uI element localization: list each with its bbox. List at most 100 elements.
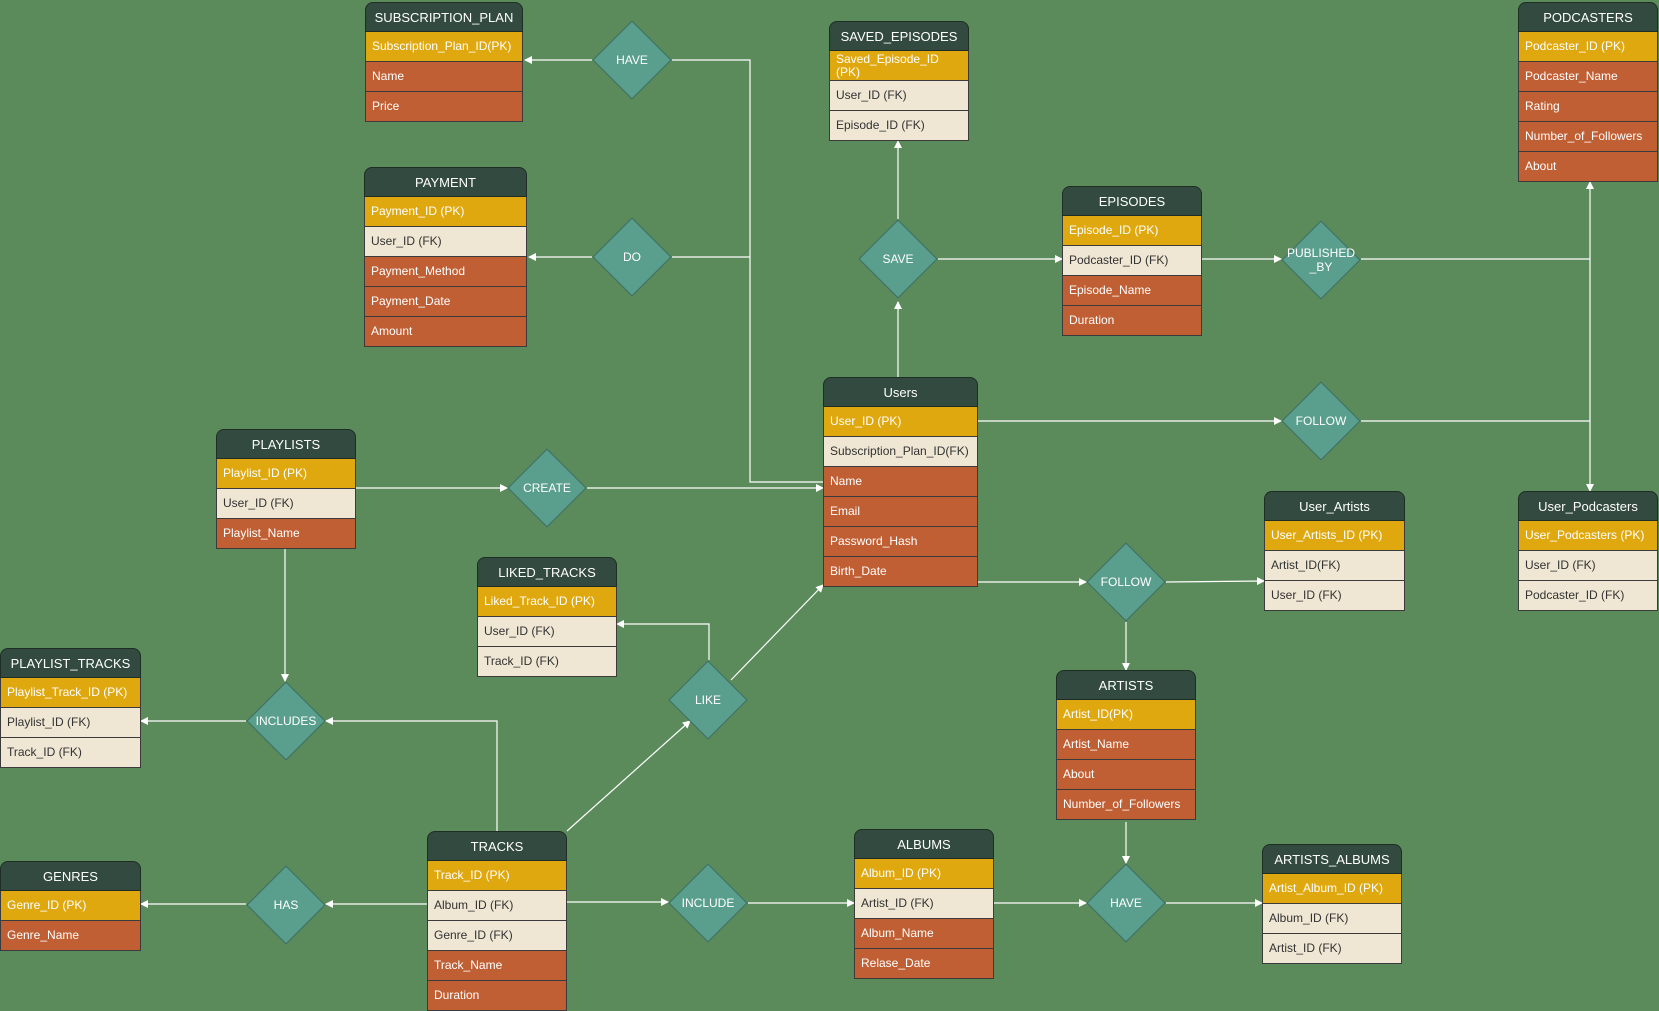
relationship-label: CREATE (523, 481, 571, 495)
foreign-key-attribute: Subscription_Plan_ID(FK) (823, 437, 978, 467)
entity-name: ARTISTS (1056, 670, 1196, 700)
attribute: Amount (364, 317, 527, 347)
entity-name: ALBUMS (854, 829, 994, 859)
relationship-label: PUBLISHED _BY (1286, 246, 1356, 274)
relationship-label: SAVE (882, 252, 914, 266)
primary-key-attribute: Artist_ID(PK) (1056, 700, 1196, 730)
attribute: Number_of_Followers (1518, 122, 1658, 152)
entity-name: PLAYLISTS (216, 429, 356, 459)
primary-key-attribute: Track_ID (PK) (427, 861, 567, 891)
relationship-label: HAS (273, 898, 299, 912)
foreign-key-attribute: Album_ID (FK) (1262, 904, 1402, 934)
relationship-do-payment[interactable]: DO (592, 217, 672, 297)
attribute: Number_of_Followers (1056, 790, 1196, 820)
foreign-key-attribute: Genre_ID (FK) (427, 921, 567, 951)
attribute: Password_Hash (823, 527, 978, 557)
entity-name: User_Podcasters (1518, 491, 1658, 521)
attribute: Rating (1518, 92, 1658, 122)
entity-name: TRACKS (427, 831, 567, 861)
entity-name: User_Artists (1264, 491, 1405, 521)
connector-line (1165, 577, 1265, 586)
relationship-save[interactable]: SAVE (858, 219, 938, 299)
foreign-key-attribute: Artist_ID (FK) (1262, 934, 1402, 964)
relationship-label: INCLUDES (255, 714, 317, 728)
relationship-label: HAVE (616, 53, 648, 67)
relationship-follow-podcaster[interactable]: FOLLOW (1281, 381, 1361, 461)
primary-key-attribute: Saved_Episode_ID (PK) (829, 51, 969, 81)
entity-name: PODCASTERS (1518, 2, 1658, 32)
connector-line (672, 59, 823, 483)
attribute: About (1518, 152, 1658, 182)
attribute: Album_Name (854, 919, 994, 949)
entity-name: SAVED_EPISODES (829, 21, 969, 51)
attribute: Name (365, 62, 523, 92)
primary-key-attribute: Episode_ID (PK) (1062, 216, 1202, 246)
connector-line (616, 620, 710, 660)
relationship-have-subscription[interactable]: HAVE (592, 20, 672, 100)
connector-line (325, 717, 498, 831)
relationship-like[interactable]: LIKE (668, 660, 748, 740)
attribute: About (1056, 760, 1196, 790)
primary-key-attribute: User_Artists_ID (PK) (1264, 521, 1405, 551)
entity-name: Users (823, 377, 978, 407)
relationship-published-by[interactable]: PUBLISHED _BY (1281, 220, 1361, 300)
relationship-label: FOLLOW (1295, 414, 1347, 428)
attribute: Payment_Method (364, 257, 527, 287)
relationship-include[interactable]: INCLUDE (668, 863, 748, 943)
attribute: Podcaster_Name (1518, 62, 1658, 92)
relationship-follow-artist[interactable]: FOLLOW (1086, 542, 1166, 622)
primary-key-attribute: Payment_ID (PK) (364, 197, 527, 227)
foreign-key-attribute: User_ID (FK) (829, 81, 969, 111)
attribute: Payment_Date (364, 287, 527, 317)
foreign-key-attribute: User_ID (FK) (477, 617, 617, 647)
entity-name: EPISODES (1062, 186, 1202, 216)
entity-name: PAYMENT (364, 167, 527, 197)
primary-key-attribute: User_ID (PK) (823, 407, 978, 437)
attribute: Email (823, 497, 978, 527)
foreign-key-attribute: Episode_ID (FK) (829, 111, 969, 141)
attribute: Episode_Name (1062, 276, 1202, 306)
entity-name: ARTISTS_ALBUMS (1262, 844, 1402, 874)
attribute: Price (365, 92, 523, 122)
foreign-key-attribute: User_ID (FK) (364, 227, 527, 257)
attribute: Duration (1062, 306, 1202, 336)
primary-key-attribute: Liked_Track_ID (PK) (477, 587, 617, 617)
primary-key-attribute: User_Podcasters (PK) (1518, 521, 1658, 551)
connector-line (730, 584, 824, 681)
foreign-key-attribute: Podcaster_ID (FK) (1518, 581, 1658, 611)
entity-name: GENRES (0, 861, 141, 891)
primary-key-attribute: Album_ID (PK) (854, 859, 994, 889)
relationship-have-album[interactable]: HAVE (1086, 863, 1166, 943)
foreign-key-attribute: User_ID (FK) (216, 489, 356, 519)
relationship-has[interactable]: HAS (246, 865, 326, 945)
primary-key-attribute: Artist_Album_ID (PK) (1262, 874, 1402, 904)
foreign-key-attribute: Playlist_ID (FK) (0, 708, 141, 738)
relationship-label: FOLLOW (1100, 575, 1152, 589)
relationship-label: LIKE (694, 693, 721, 707)
relationship-includes[interactable]: INCLUDES (246, 681, 326, 761)
relationship-create[interactable]: CREATE (507, 448, 587, 528)
foreign-key-attribute: Artist_ID (FK) (854, 889, 994, 919)
attribute: Birth_Date (823, 557, 978, 587)
relationship-label: HAVE (1110, 896, 1142, 910)
foreign-key-attribute: Track_ID (FK) (477, 647, 617, 677)
primary-key-attribute: Genre_ID (PK) (0, 891, 141, 921)
primary-key-attribute: Podcaster_ID (PK) (1518, 32, 1658, 62)
primary-key-attribute: Playlist_ID (PK) (216, 459, 356, 489)
